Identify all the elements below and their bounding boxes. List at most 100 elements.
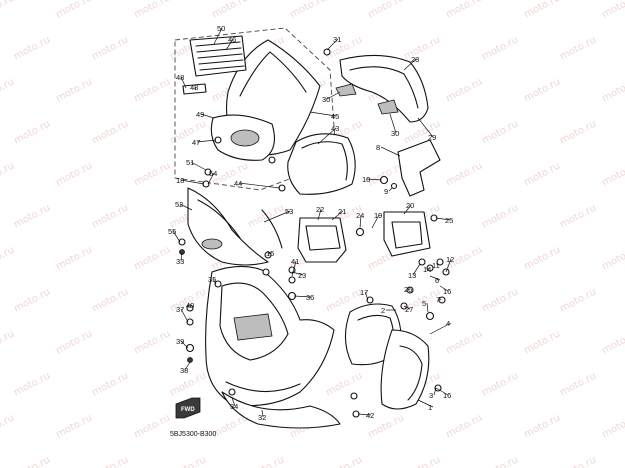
part-number-label: 41 bbox=[291, 257, 299, 266]
part-number-label: 21 bbox=[338, 207, 346, 216]
leader-line bbox=[238, 182, 281, 189]
part-number-label: 27 bbox=[405, 305, 413, 314]
part-number-label: 26 bbox=[404, 285, 412, 294]
part-number-label: 16 bbox=[443, 287, 451, 296]
part-number-label: 25 bbox=[445, 216, 453, 225]
watermark-text: moto.ru bbox=[558, 286, 598, 314]
watermark-text: moto.ru bbox=[444, 160, 484, 188]
screw-3-icon bbox=[434, 384, 442, 392]
screw-35-icon bbox=[214, 280, 222, 288]
leader-line bbox=[189, 304, 192, 309]
part-number-label: 32 bbox=[258, 413, 266, 422]
leader-line bbox=[380, 146, 401, 157]
fwd-arrow-badge: FWD bbox=[175, 397, 201, 419]
leader-line bbox=[231, 397, 236, 407]
watermark-text: moto.ru bbox=[90, 286, 130, 314]
leader-line bbox=[326, 91, 341, 100]
leader-line bbox=[309, 111, 337, 117]
leg-shield-vent bbox=[233, 313, 273, 341]
watermark-text: moto.ru bbox=[0, 328, 16, 356]
part-number-label: 44 bbox=[234, 179, 242, 188]
leader-line bbox=[436, 263, 439, 266]
watermark-text: moto.ru bbox=[132, 244, 172, 272]
inner-panel-43 bbox=[287, 133, 356, 195]
leader-line bbox=[180, 179, 205, 185]
watermark-text: moto.ru bbox=[558, 34, 598, 62]
part-number-label: 20 bbox=[406, 201, 414, 210]
grommet-24-icon bbox=[355, 227, 365, 237]
leader-line bbox=[180, 76, 187, 89]
clip-26-icon bbox=[406, 286, 414, 294]
leader-line bbox=[267, 252, 272, 255]
part-number-label: 50 bbox=[217, 24, 225, 33]
windshield-group bbox=[174, 27, 336, 191]
part-number-label: 11 bbox=[432, 261, 440, 270]
part-number-label: 53 bbox=[285, 207, 293, 216]
part-number-label: 45 bbox=[331, 112, 339, 121]
watermark-text: moto.ru bbox=[0, 0, 16, 21]
part-number-label: 48 bbox=[190, 83, 198, 92]
leader-line bbox=[196, 139, 217, 143]
handle-cover bbox=[339, 54, 429, 123]
leader-line bbox=[291, 271, 304, 276]
inner-box-22 bbox=[297, 217, 347, 263]
part-number-label: 37 bbox=[176, 305, 184, 314]
front-lower-cover bbox=[187, 187, 283, 266]
watermark-text: moto.ru bbox=[324, 454, 364, 468]
part-number-label: 18 bbox=[176, 176, 184, 185]
leader-line bbox=[331, 210, 344, 221]
watermark-text: moto.ru bbox=[132, 328, 172, 356]
leader-line bbox=[403, 305, 411, 310]
leader-line bbox=[263, 210, 291, 223]
part-number-label: 14 bbox=[423, 265, 431, 274]
watermark-text: moto.ru bbox=[522, 412, 562, 440]
watermark-text: moto.ru bbox=[402, 34, 442, 62]
screw-34-icon bbox=[228, 388, 236, 396]
leader-line bbox=[184, 361, 191, 371]
watermark-text: moto.ru bbox=[0, 244, 16, 272]
screw-41a-icon bbox=[262, 268, 270, 276]
watermark-text: moto.ru bbox=[132, 76, 172, 104]
watermark-text: moto.ru bbox=[246, 454, 286, 468]
inner-panel-upper bbox=[287, 133, 356, 195]
handle-cover-assembly bbox=[323, 48, 429, 123]
leader-line bbox=[403, 204, 412, 215]
grommet-37-icon bbox=[186, 318, 194, 326]
watermark-text: moto.ru bbox=[0, 160, 16, 188]
part-number-label: 15 bbox=[266, 249, 274, 258]
leader-line bbox=[200, 113, 215, 119]
leader-line bbox=[212, 278, 217, 285]
part-number-label: 4 bbox=[446, 319, 450, 328]
watermark-text: moto.ru bbox=[12, 370, 52, 398]
part-number-label: 31 bbox=[333, 35, 341, 44]
side-cover-4-edge bbox=[399, 345, 423, 401]
watermark-text: moto.ru bbox=[444, 0, 484, 21]
watermark-text: moto.ru bbox=[522, 244, 562, 272]
watermark-text: moto.ru bbox=[0, 412, 16, 440]
watermark-text: moto.ru bbox=[480, 202, 520, 230]
handle-cover-rim bbox=[349, 66, 419, 109]
watermark-text: moto.ru bbox=[558, 118, 598, 146]
screw-49-icon bbox=[268, 156, 276, 164]
watermark-text: moto.ru bbox=[402, 454, 442, 468]
watermark-text: moto.ru bbox=[600, 244, 625, 272]
grommet-55-icon bbox=[178, 238, 186, 246]
watermark-text: moto.ru bbox=[54, 328, 94, 356]
part-number-label: 17 bbox=[360, 288, 368, 297]
leader-line bbox=[180, 340, 189, 349]
windshield-inner-line bbox=[239, 51, 307, 97]
leader-line bbox=[317, 127, 337, 145]
leader-line bbox=[412, 263, 421, 276]
leader-line bbox=[364, 291, 369, 301]
watermark-text: moto.ru bbox=[90, 34, 130, 62]
part-number-label: 42 bbox=[366, 411, 374, 420]
leader-line bbox=[194, 86, 197, 91]
screw-41b-icon bbox=[288, 276, 296, 284]
watermark-text: moto.ru bbox=[54, 244, 94, 272]
watermark-text: moto.ru bbox=[12, 286, 52, 314]
leader-line bbox=[417, 399, 434, 408]
part-number-label: 10 bbox=[362, 175, 370, 184]
front-reflector bbox=[201, 238, 223, 250]
leg-shield-32-inner bbox=[219, 282, 289, 361]
part-number-label: 19 bbox=[374, 211, 382, 220]
